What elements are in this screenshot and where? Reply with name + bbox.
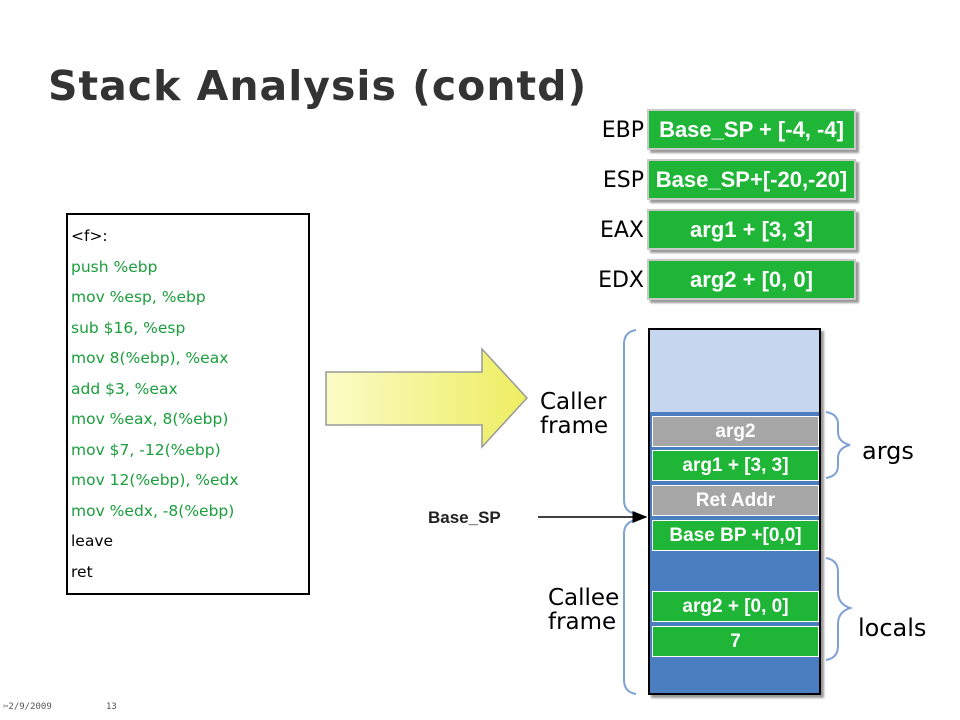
stack-caller-area	[650, 330, 819, 412]
caller-frame-label: Caller frame	[540, 389, 609, 439]
stack-cell-arg2: arg2	[652, 416, 819, 447]
register-value-eax: arg1 + [3, 3]	[647, 209, 856, 250]
locals-bracket	[825, 557, 854, 661]
base-sp-label: Base_SP	[428, 508, 501, 527]
code-line: mov 8(%ebp), %eax	[71, 349, 229, 367]
stack-cell-arg1: arg1 + [3, 3]	[652, 450, 819, 481]
code-line: mov 12(%ebp), %edx	[71, 471, 239, 489]
assembly-code-box: <f>: push %ebp mov %esp, %ebp sub $16, %…	[66, 213, 310, 595]
register-label-ebp: EBP	[601, 118, 644, 143]
register-value-ebp: Base_SP + [-4, -4]	[647, 109, 856, 150]
stack-cell-local-arg2: arg2 + [0, 0]	[652, 591, 819, 622]
code-line: mov %eax, 8(%ebp)	[71, 410, 229, 428]
footer-page-number: 13	[106, 702, 117, 712]
callee-frame-label: Callee frame	[548, 585, 620, 635]
args-label: args	[862, 437, 914, 465]
register-label-edx: EDX	[598, 268, 644, 293]
scissors-icon: ✂	[3, 702, 9, 712]
code-line: ret	[71, 562, 93, 581]
page-title: Stack Analysis (contd)	[48, 62, 588, 110]
stack-diagram: arg2 arg1 + [3, 3] Ret Addr Base BP +[0,…	[648, 328, 821, 695]
register-label-eax: EAX	[599, 218, 644, 243]
args-bracket	[825, 411, 851, 479]
register-label-esp: ESP	[602, 168, 644, 193]
code-line: mov $7, -12(%ebp)	[71, 440, 221, 459]
footer-date: ✂2/9/2009	[3, 702, 52, 712]
footer-date-text: 2/9/2009	[8, 702, 52, 712]
code-line-function-label: <f>:	[71, 227, 108, 245]
code-line: leave	[71, 532, 114, 550]
register-value-edx: arg2 + [0, 0]	[647, 259, 856, 300]
code-line: push %ebp	[71, 257, 158, 276]
register-value-esp: Base_SP+[-20,-20]	[647, 159, 856, 200]
stack-cell-base-bp: Base BP +[0,0]	[652, 520, 819, 551]
code-line: sub $16, %esp	[71, 318, 186, 337]
code-line: add $3, %eax	[71, 379, 178, 398]
callee-frame-bracket	[623, 519, 637, 695]
code-line: mov %esp, %ebp	[71, 288, 206, 306]
locals-label: locals	[858, 614, 927, 642]
caller-frame-bracket	[623, 329, 637, 515]
stack-cell-ret-addr: Ret Addr	[652, 485, 819, 516]
code-line: mov %edx, -8(%ebp)	[71, 501, 235, 520]
transform-arrow	[325, 347, 529, 449]
stack-cell-local-7: 7	[652, 626, 819, 657]
